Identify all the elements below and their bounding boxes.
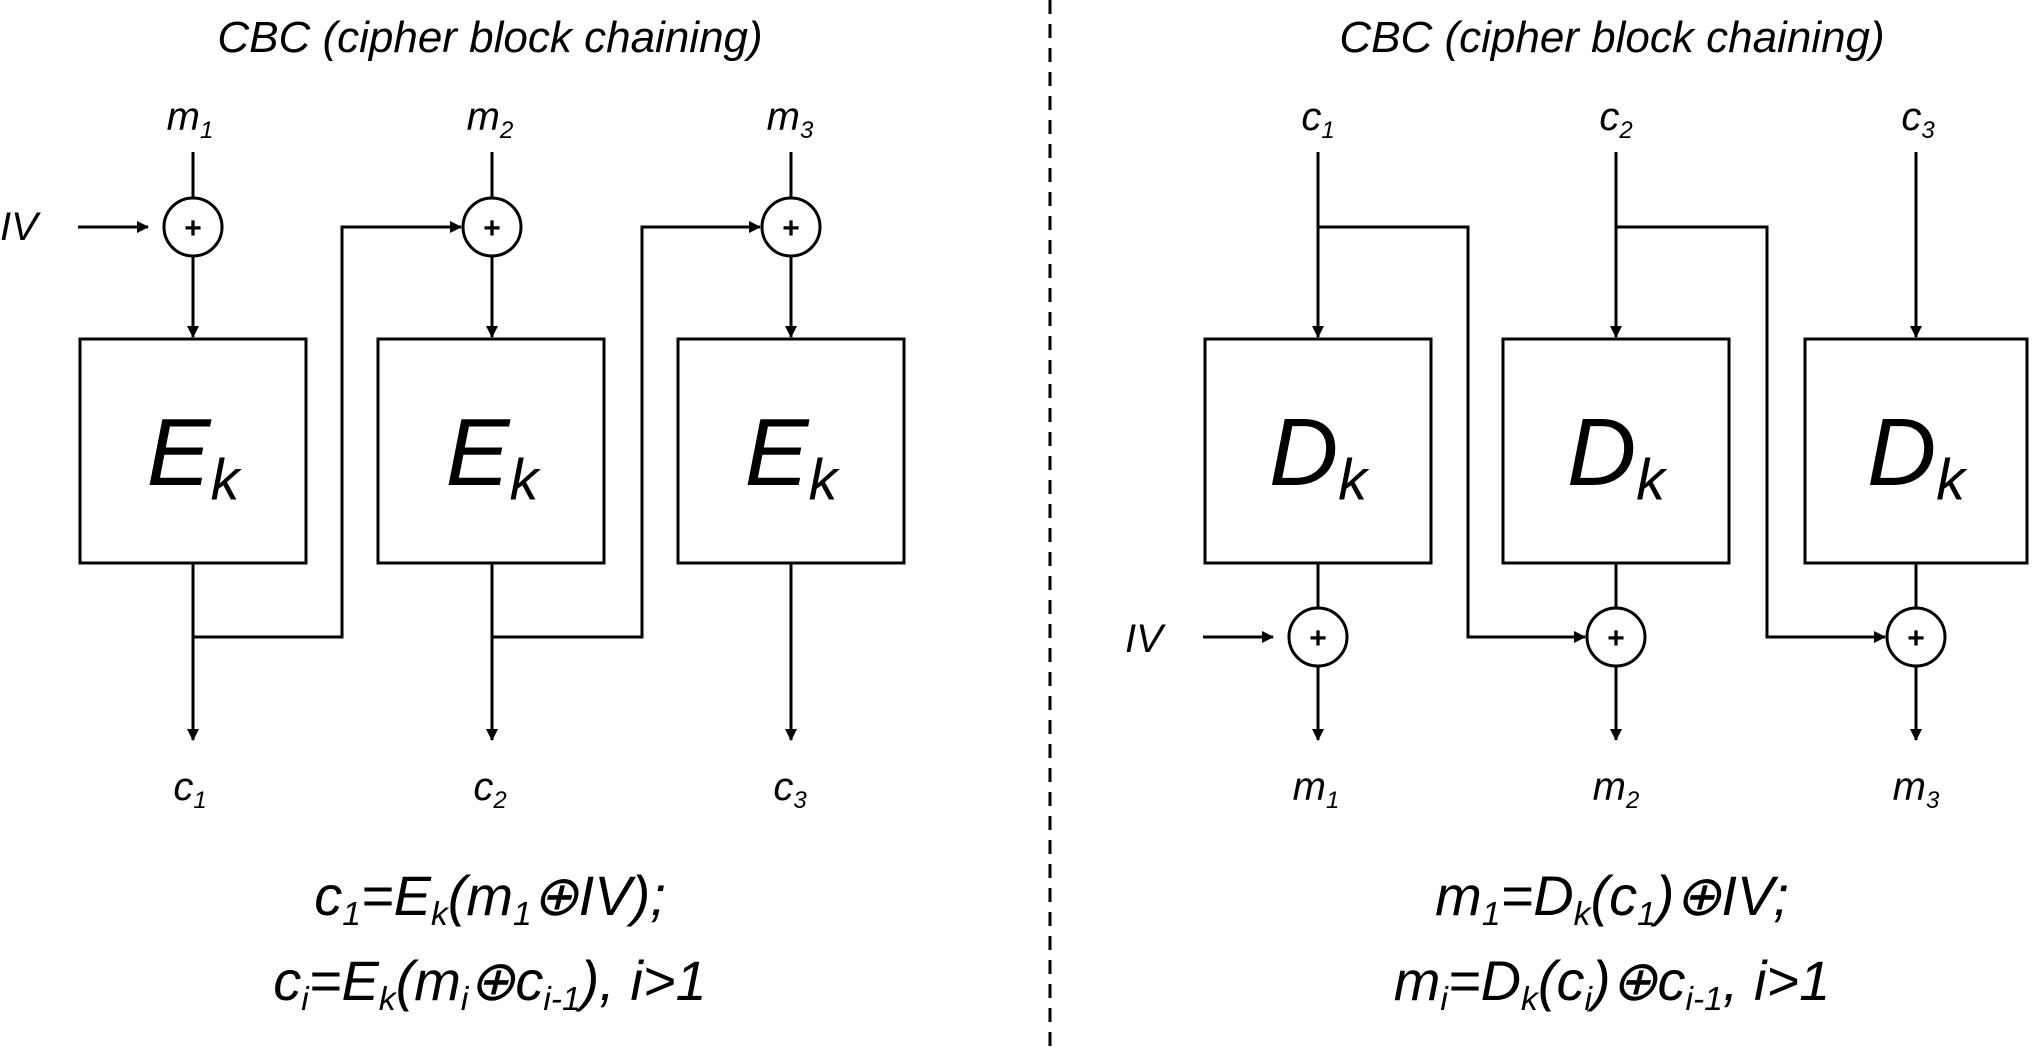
plaintext-output-label-1: m1 bbox=[1293, 765, 1340, 814]
decryption-equation-1: m1=Dk(c1)⊕IV; bbox=[1435, 864, 1789, 933]
xor-gate-1: + bbox=[162, 196, 224, 258]
iv-label-decrypt: IV bbox=[1125, 617, 1166, 661]
svg-text:+: + bbox=[782, 212, 800, 245]
decrypt-block-label-1: Dk bbox=[1269, 399, 1370, 512]
encrypt-block-2 bbox=[376, 337, 606, 565]
chain-feedback-decrypt-2 bbox=[1616, 225, 1886, 643]
plaintext-label-3: m3 bbox=[767, 95, 814, 144]
encrypt-block-label-2: Ek bbox=[446, 399, 542, 512]
ciphertext-input-label-1: c1 bbox=[1301, 95, 1334, 144]
encryption-equation-2: ci=Ek(mi⊕ci-1), i>1 bbox=[273, 949, 706, 1018]
decrypt-block-label-3: Dk bbox=[1867, 399, 1968, 512]
encrypt-block-label-1: Ek bbox=[147, 399, 243, 512]
decryption-equation-2: mi=Dk(ci)⊕ci-1, i>1 bbox=[1394, 949, 1831, 1018]
decrypt-block-1 bbox=[1203, 337, 1433, 565]
decrypt-block-2 bbox=[1501, 337, 1731, 565]
encrypt-block-1 bbox=[78, 337, 308, 565]
ciphertext-input-label-3: c3 bbox=[1901, 95, 1935, 144]
plaintext-output-label-3: m3 bbox=[1893, 765, 1940, 814]
encrypt-block-label-3: Ek bbox=[745, 399, 841, 512]
ciphertext-label-3: c3 bbox=[773, 765, 807, 814]
svg-text:+: + bbox=[1607, 622, 1625, 655]
svg-text:+: + bbox=[184, 212, 202, 245]
ciphertext-label-1: c1 bbox=[173, 765, 206, 814]
ciphertext-input-label-2: c2 bbox=[1599, 95, 1632, 144]
iv-label: IV bbox=[0, 205, 41, 249]
svg-text:+: + bbox=[483, 212, 501, 245]
encryption-title: CBC (cipher block chaining) bbox=[217, 13, 762, 62]
decryption-title: CBC (cipher block chaining) bbox=[1339, 13, 1884, 62]
ciphertext-label-2: c2 bbox=[473, 765, 506, 814]
xor-gate-2: + bbox=[461, 196, 523, 258]
xor-gate-decrypt-1: + bbox=[1287, 606, 1349, 668]
plaintext-output-label-2: m2 bbox=[1593, 765, 1640, 814]
plaintext-label-2: m2 bbox=[467, 95, 514, 144]
svg-text:+: + bbox=[1309, 622, 1327, 655]
xor-gate-decrypt-3: + bbox=[1885, 606, 1947, 668]
plaintext-label-1: m1 bbox=[167, 95, 214, 144]
decrypt-block-label-2: Dk bbox=[1567, 399, 1668, 512]
encryption-equation-1: c1=Ek(m1⊕IV); bbox=[314, 864, 666, 933]
chain-feedback-decrypt-1 bbox=[1318, 225, 1586, 643]
xor-gate-decrypt-2: + bbox=[1585, 606, 1647, 668]
decryption-panel: CBC (cipher block chaining) c1 c2 c3 Dk … bbox=[1125, 13, 2029, 1018]
encryption-panel: CBC (cipher block chaining) m1 m2 m3 IV … bbox=[0, 13, 906, 1018]
chain-feedback-2 bbox=[492, 221, 761, 639]
encrypt-block-3 bbox=[676, 337, 906, 565]
svg-text:+: + bbox=[1907, 622, 1925, 655]
chain-feedback-1 bbox=[193, 221, 462, 639]
xor-gate-3: + bbox=[760, 196, 822, 258]
